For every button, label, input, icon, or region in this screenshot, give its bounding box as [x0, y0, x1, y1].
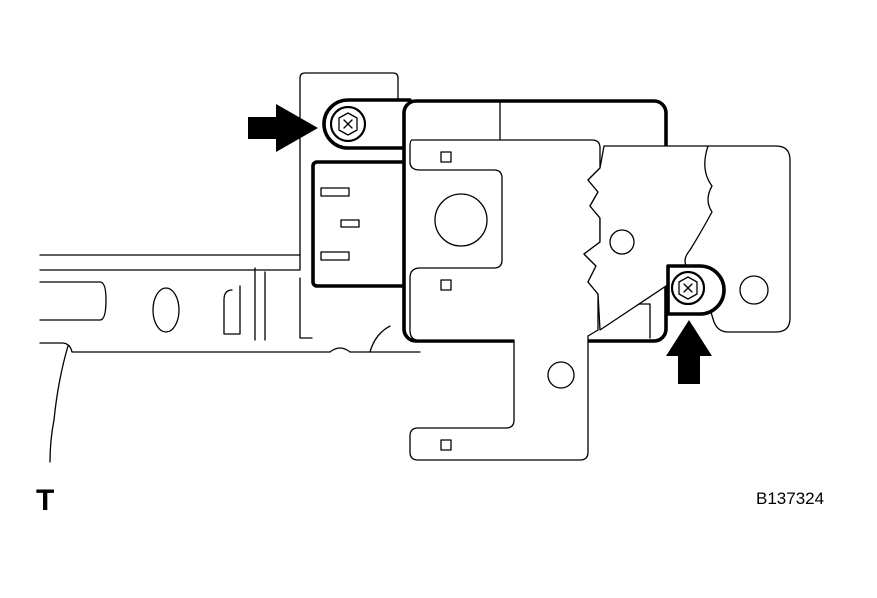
- upper-screw-tab: [322, 98, 412, 150]
- arrow-right-upper-screw: [248, 104, 318, 152]
- right-cover-plate: [583, 145, 791, 333]
- cable: [49, 345, 69, 463]
- frame-rail: [39, 72, 421, 353]
- lower-screw-boss: [666, 264, 726, 316]
- figure-code: B137324: [756, 489, 825, 508]
- view-label: T: [36, 484, 55, 517]
- connector-housing: [311, 160, 415, 288]
- arrow-up-lower-screw: [666, 320, 712, 384]
- front-bracket: [409, 139, 601, 461]
